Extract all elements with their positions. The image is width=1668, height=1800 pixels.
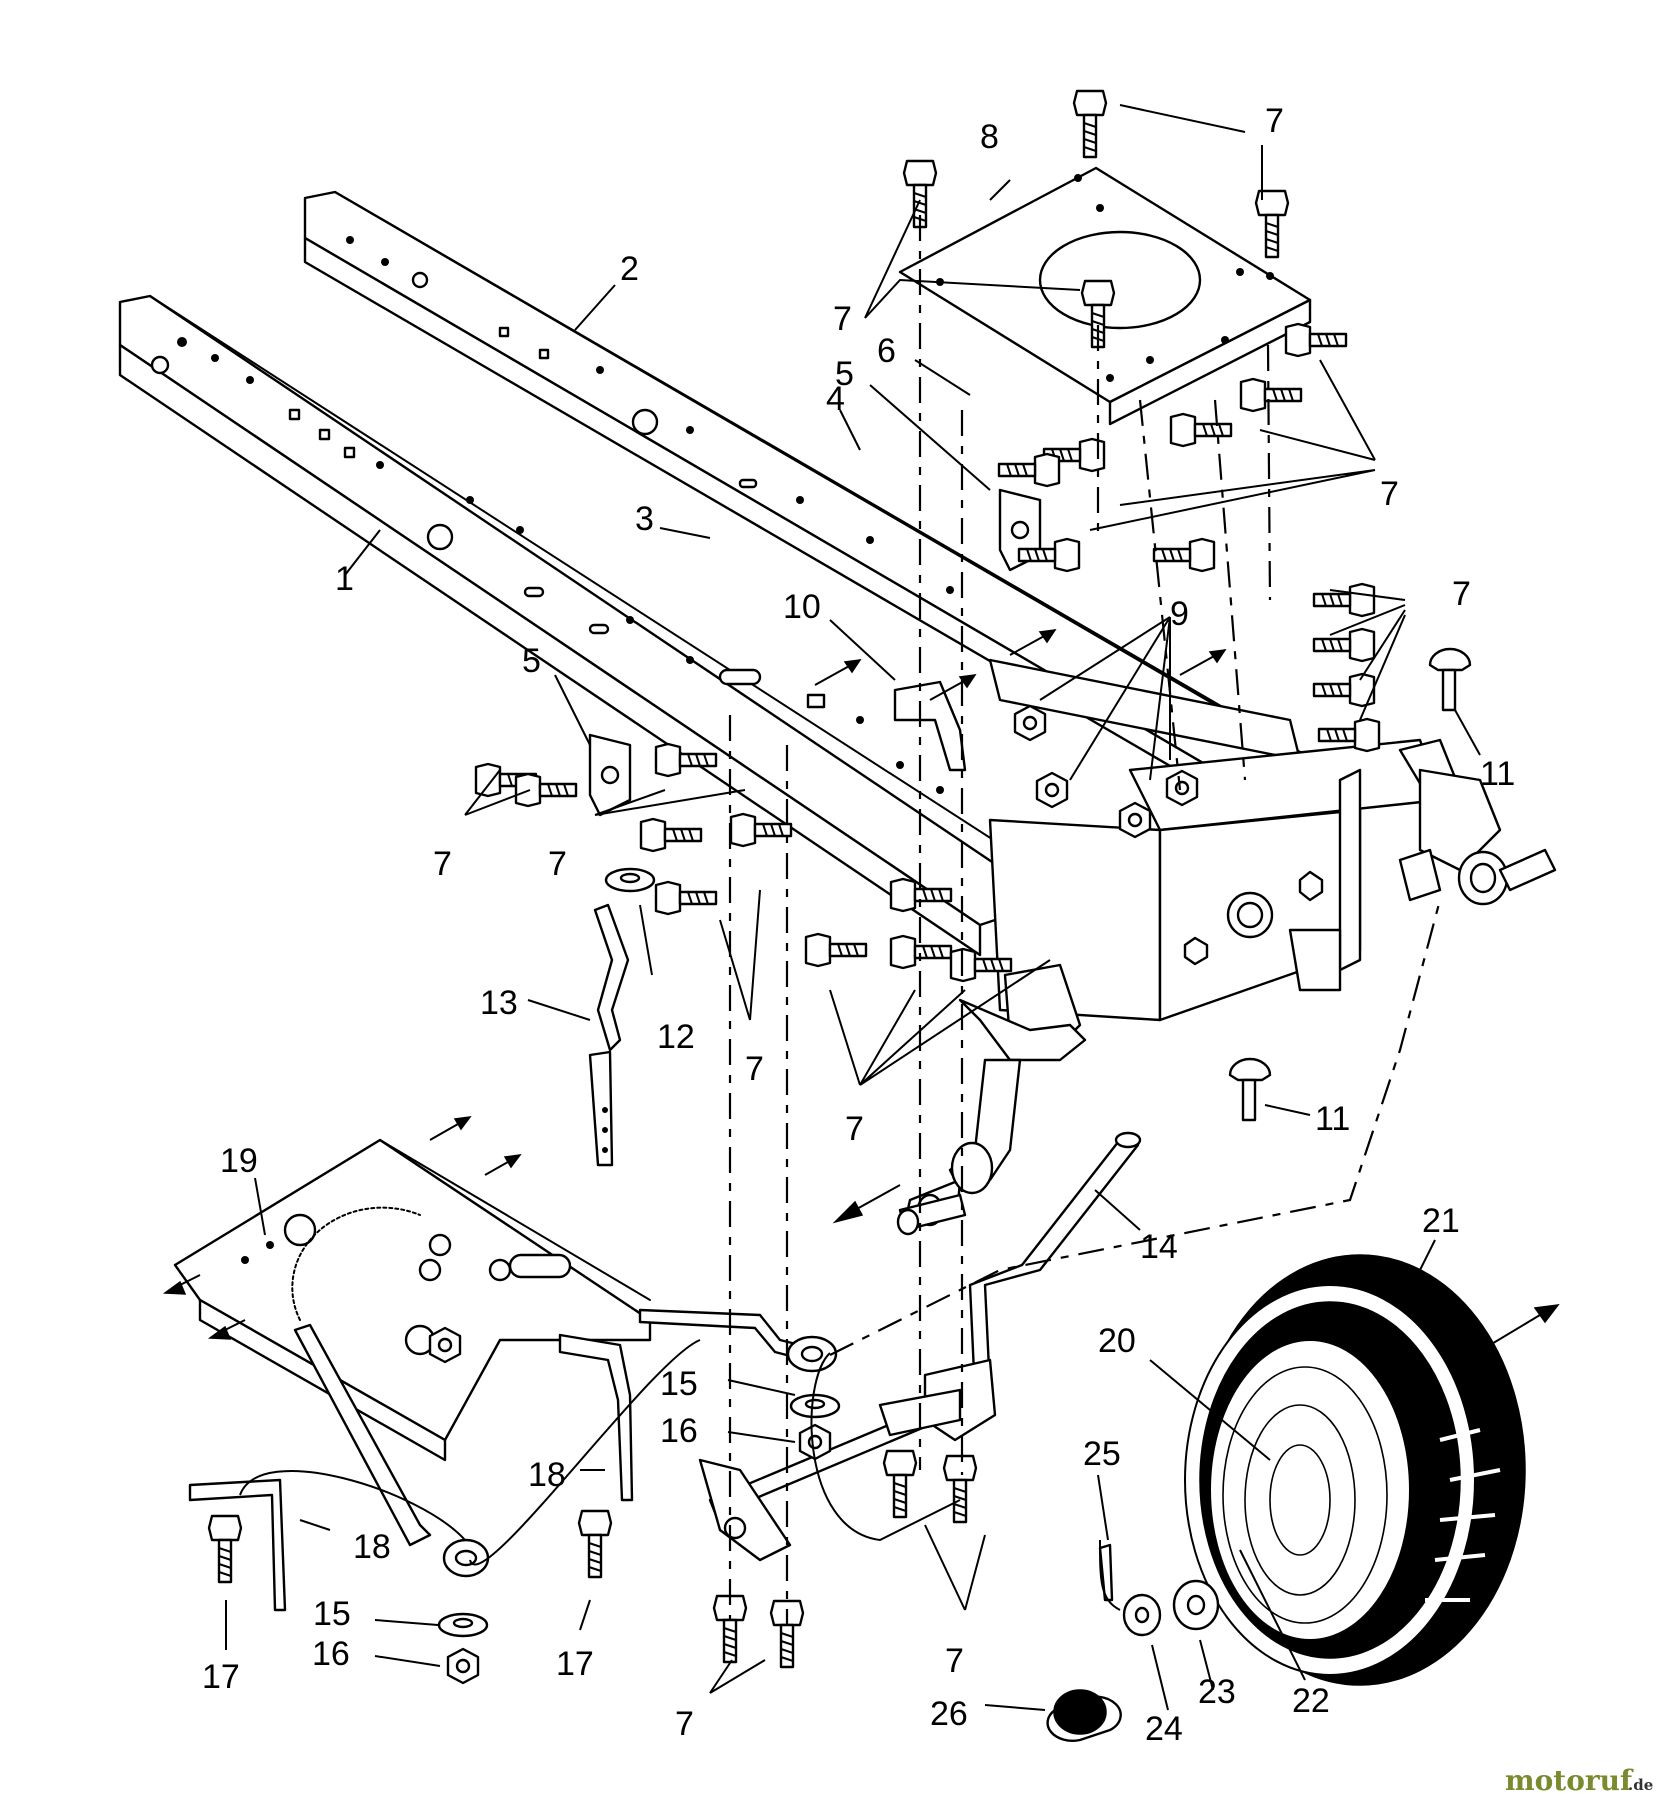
callout-17-left: 17 <box>202 1658 240 1696</box>
callout-14: 14 <box>1140 1228 1178 1266</box>
axle-spindle-left <box>903 963 1087 1227</box>
callout-2: 2 <box>620 250 639 288</box>
washer-15-lower <box>437 1612 489 1638</box>
callout-17-right: 17 <box>556 1645 594 1683</box>
bracket-lower <box>588 733 632 817</box>
callout-7-right-upper: 7 <box>1380 475 1399 513</box>
hub-parts <box>1046 1543 1220 1743</box>
lower-axle-bar <box>698 1358 997 1562</box>
callout-18-lower: 18 <box>353 1528 391 1566</box>
callout-5-lower: 5 <box>522 642 541 680</box>
callout-10: 10 <box>783 588 821 626</box>
callout-11-lower: 11 <box>1315 1100 1350 1138</box>
drag-link <box>588 903 630 1167</box>
callout-16-lower: 16 <box>312 1635 350 1673</box>
callout-7-bottom: 7 <box>675 1705 694 1743</box>
front-wheel <box>1184 1254 1526 1686</box>
carriage-bolts-11 <box>1228 647 1472 1122</box>
callout-7-top: 7 <box>1265 102 1284 140</box>
callout-7-center: 7 <box>845 1110 864 1148</box>
watermark-tld: .de <box>1628 1776 1653 1794</box>
callout-5-upper: 5 <box>835 355 854 393</box>
callout-15-upper: 15 <box>660 1365 698 1403</box>
callout-1: 1 <box>335 560 354 598</box>
callout-9: 9 <box>1170 595 1189 633</box>
callout-6: 6 <box>877 332 896 370</box>
washer-12 <box>604 867 656 893</box>
callout-15-lower: 15 <box>313 1595 351 1633</box>
callout-7-plate: 7 <box>833 300 852 338</box>
steering-sector-plate <box>173 1138 652 1462</box>
callout-7-right: 7 <box>1452 575 1471 613</box>
callout-18-upper: 18 <box>528 1456 566 1494</box>
callout-24: 24 <box>1145 1710 1183 1748</box>
mounting-bracket-10 <box>893 680 967 772</box>
direction-arrows <box>162 629 1560 1346</box>
callout-13: 13 <box>480 984 518 1022</box>
callout-16-upper: 16 <box>660 1412 698 1450</box>
steering-rod <box>293 1308 838 1578</box>
callout-26: 26 <box>930 1695 968 1733</box>
callout-20: 20 <box>1098 1322 1136 1360</box>
callout-labels: 1 2 3 4 5 5 6 7 7 7 7 7 7 7 7 7 7 8 9 10… <box>202 102 1515 1748</box>
watermark-logo: motoruf .de <box>1505 1764 1653 1797</box>
callout-8: 8 <box>980 118 999 156</box>
callout-4: 4 <box>826 380 845 418</box>
link-rod-lower <box>188 1478 287 1612</box>
callout-7-lower-right: 7 <box>945 1642 964 1680</box>
reference-lines <box>239 215 1442 1625</box>
callout-3: 3 <box>635 500 654 538</box>
nut-16-lower <box>446 1647 480 1685</box>
callout-7-mid: 7 <box>745 1050 764 1088</box>
callout-7-left-mid: 7 <box>548 845 567 883</box>
watermark-brand: motoruf <box>1505 1764 1634 1797</box>
callout-19: 19 <box>220 1142 258 1180</box>
nut-16-upper <box>798 1423 832 1461</box>
axle-spindle-right <box>1398 738 1557 906</box>
callout-22: 22 <box>1292 1682 1330 1720</box>
link-rod-upper <box>558 1333 634 1502</box>
callout-12: 12 <box>657 1018 695 1056</box>
callout-21: 21 <box>1422 1202 1460 1240</box>
callout-leaders <box>225 104 1481 1711</box>
callout-7-left: 7 <box>433 845 452 883</box>
callout-23: 23 <box>1198 1673 1236 1711</box>
callout-11-upper: 11 <box>1480 755 1515 793</box>
washer-15-upper <box>789 1393 841 1419</box>
callout-25: 25 <box>1083 1435 1121 1473</box>
